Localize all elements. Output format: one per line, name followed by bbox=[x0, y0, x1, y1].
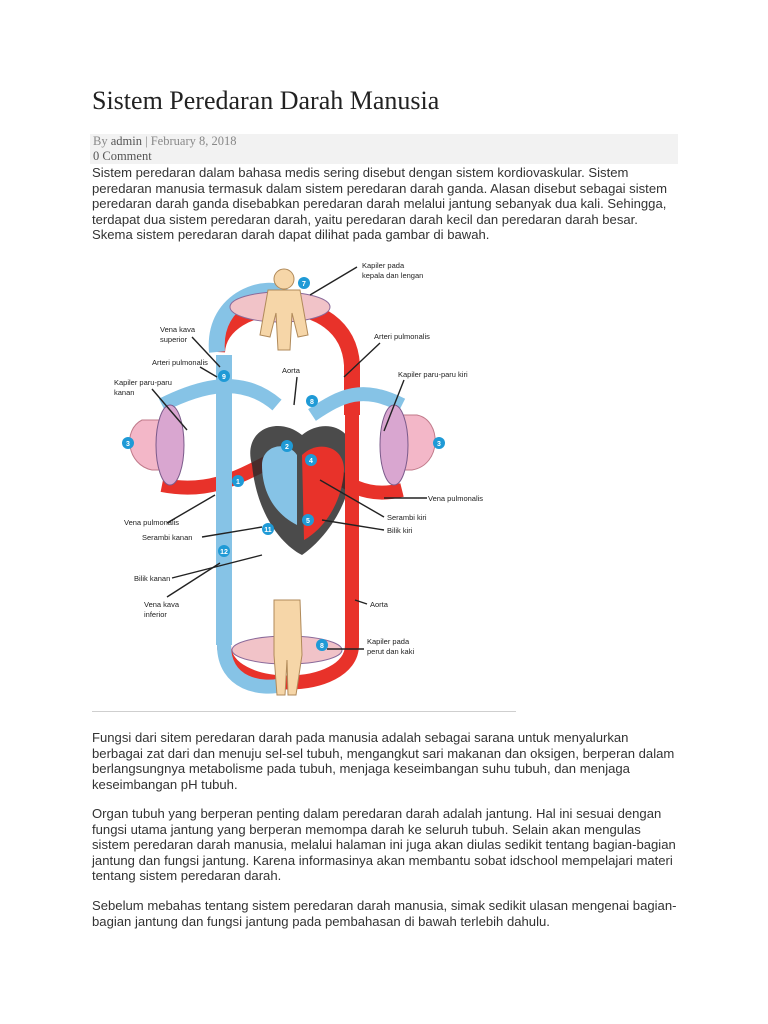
label-kapiler-perut: Kapiler pada bbox=[367, 637, 410, 646]
label-kapiler-kepala: Kapiler pada bbox=[362, 261, 405, 270]
author-link[interactable]: admin bbox=[111, 134, 142, 148]
meta-separator: | bbox=[145, 134, 148, 148]
svg-text:superior: superior bbox=[160, 335, 188, 344]
label-serambi-kanan: Serambi kanan bbox=[142, 533, 192, 542]
section-divider bbox=[92, 711, 516, 712]
label-serambi-kiri: Serambi kiri bbox=[387, 513, 427, 522]
intro-paragraph: Sistem peredaran dalam bahasa medis seri… bbox=[92, 165, 682, 243]
label-kapiler-paru-kiri: Kapiler paru-paru kiri bbox=[398, 370, 468, 379]
left-lung-capillaries bbox=[380, 405, 408, 485]
svg-text:5: 5 bbox=[306, 518, 310, 525]
label-bilik-kiri: Bilik kiri bbox=[387, 526, 413, 535]
heart-paragraph: Organ tubuh yang berperan penting dalam … bbox=[92, 806, 682, 884]
label-bilik-kanan: Bilik kanan bbox=[134, 574, 170, 583]
post-date: February 8, 2018 bbox=[151, 134, 237, 148]
page-title: Sistem Peredaran Darah Manusia bbox=[92, 86, 439, 116]
right-lung-capillaries bbox=[156, 405, 184, 485]
function-paragraph: Fungsi dari sitem peredaran darah pada m… bbox=[92, 730, 682, 792]
post-meta: By admin | February 8, 2018 0 Comment bbox=[90, 134, 678, 164]
svg-text:8: 8 bbox=[310, 399, 314, 406]
label-vena-kava-inferior: Vena kava bbox=[144, 600, 180, 609]
svg-text:inferior: inferior bbox=[144, 610, 167, 619]
svg-text:9: 9 bbox=[222, 374, 226, 381]
svg-text:7: 7 bbox=[302, 281, 306, 288]
by-label: By bbox=[93, 134, 108, 148]
label-aorta-top: Aorta bbox=[282, 366, 301, 375]
svg-text:12: 12 bbox=[220, 549, 228, 556]
label-arteri-pulmonalis-right: Arteri pulmonalis bbox=[374, 332, 430, 341]
lower-body-figure bbox=[274, 600, 302, 695]
svg-text:11: 11 bbox=[264, 527, 272, 534]
label-vena-pulmonalis-right: Vena pulmonalis bbox=[428, 494, 483, 503]
closing-paragraph: Sebelum mebahas tentang sistem peredaran… bbox=[92, 898, 682, 929]
svg-text:kepala dan lengan: kepala dan lengan bbox=[362, 271, 423, 280]
svg-text:2: 2 bbox=[285, 444, 289, 451]
circulatory-system-diagram: 7 9 8 3 3 2 4 1 5 11 12 8 bbox=[112, 255, 507, 705]
svg-text:kanan: kanan bbox=[114, 388, 134, 397]
byline: By admin | February 8, 2018 bbox=[93, 134, 678, 149]
label-vena-kava-superior: Vena kava bbox=[160, 325, 196, 334]
label-vena-pulmonalis-left: Vena pulmonalis bbox=[124, 518, 179, 527]
comment-count-link[interactable]: 0 Comment bbox=[93, 149, 152, 163]
svg-text:4: 4 bbox=[309, 458, 313, 465]
label-arteri-pulmonalis-left: Arteri pulmonalis bbox=[152, 358, 208, 367]
svg-text:3: 3 bbox=[126, 441, 130, 448]
label-aorta-bottom: Aorta bbox=[370, 600, 389, 609]
label-kapiler-paru-kanan: Kapiler paru-paru bbox=[114, 378, 172, 387]
svg-text:perut dan kaki: perut dan kaki bbox=[367, 647, 414, 656]
svg-text:3: 3 bbox=[437, 441, 441, 448]
svg-text:8: 8 bbox=[320, 643, 324, 650]
svg-text:1: 1 bbox=[236, 479, 240, 486]
